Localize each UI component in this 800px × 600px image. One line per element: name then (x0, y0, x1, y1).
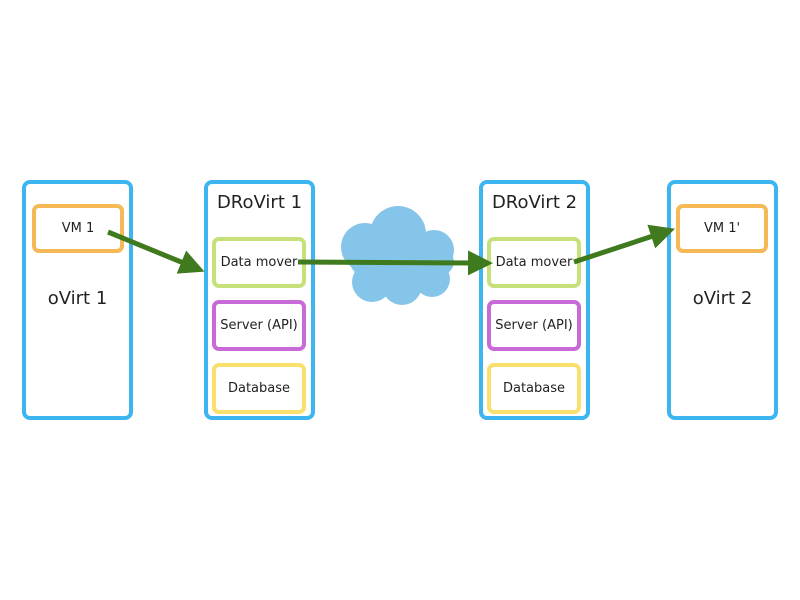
drovirt1-data-mover-label: Data mover (220, 255, 298, 270)
arrow-right-icon (573, 224, 675, 265)
ovirt1-vm-label: VM 1 (61, 221, 95, 236)
drovirt2-database-label: Database (502, 381, 566, 396)
ovirt2-vm-box: VM 1' (676, 204, 768, 253)
ovirt2-vm-label: VM 1' (703, 221, 741, 236)
ovirt1-vm-box: VM 1 (32, 204, 124, 253)
arrow-right-icon (297, 250, 493, 276)
cloud-icon (341, 206, 454, 305)
ovirt1-label: oVirt 1 (47, 288, 108, 309)
drovirt2-server-box: Server (API) (487, 300, 581, 351)
drovirt1-label: DRoVirt 1 (216, 192, 303, 213)
drovirt2-server-label: Server (API) (495, 318, 573, 333)
drovirt1-database-box: Database (212, 363, 306, 414)
drovirt1-database-label: Database (227, 381, 291, 396)
ovirt2-label: oVirt 2 (692, 288, 753, 309)
drovirt2-label: DRoVirt 2 (491, 192, 578, 213)
drovirt2-data-mover-box: Data mover (487, 237, 581, 288)
arrow-right-icon (107, 229, 205, 274)
drovirt2-database-box: Database (487, 363, 581, 414)
drovirt1-server-label: Server (API) (220, 318, 298, 333)
drovirt2-data-mover-label: Data mover (495, 255, 573, 270)
drovirt1-server-box: Server (API) (212, 300, 306, 351)
